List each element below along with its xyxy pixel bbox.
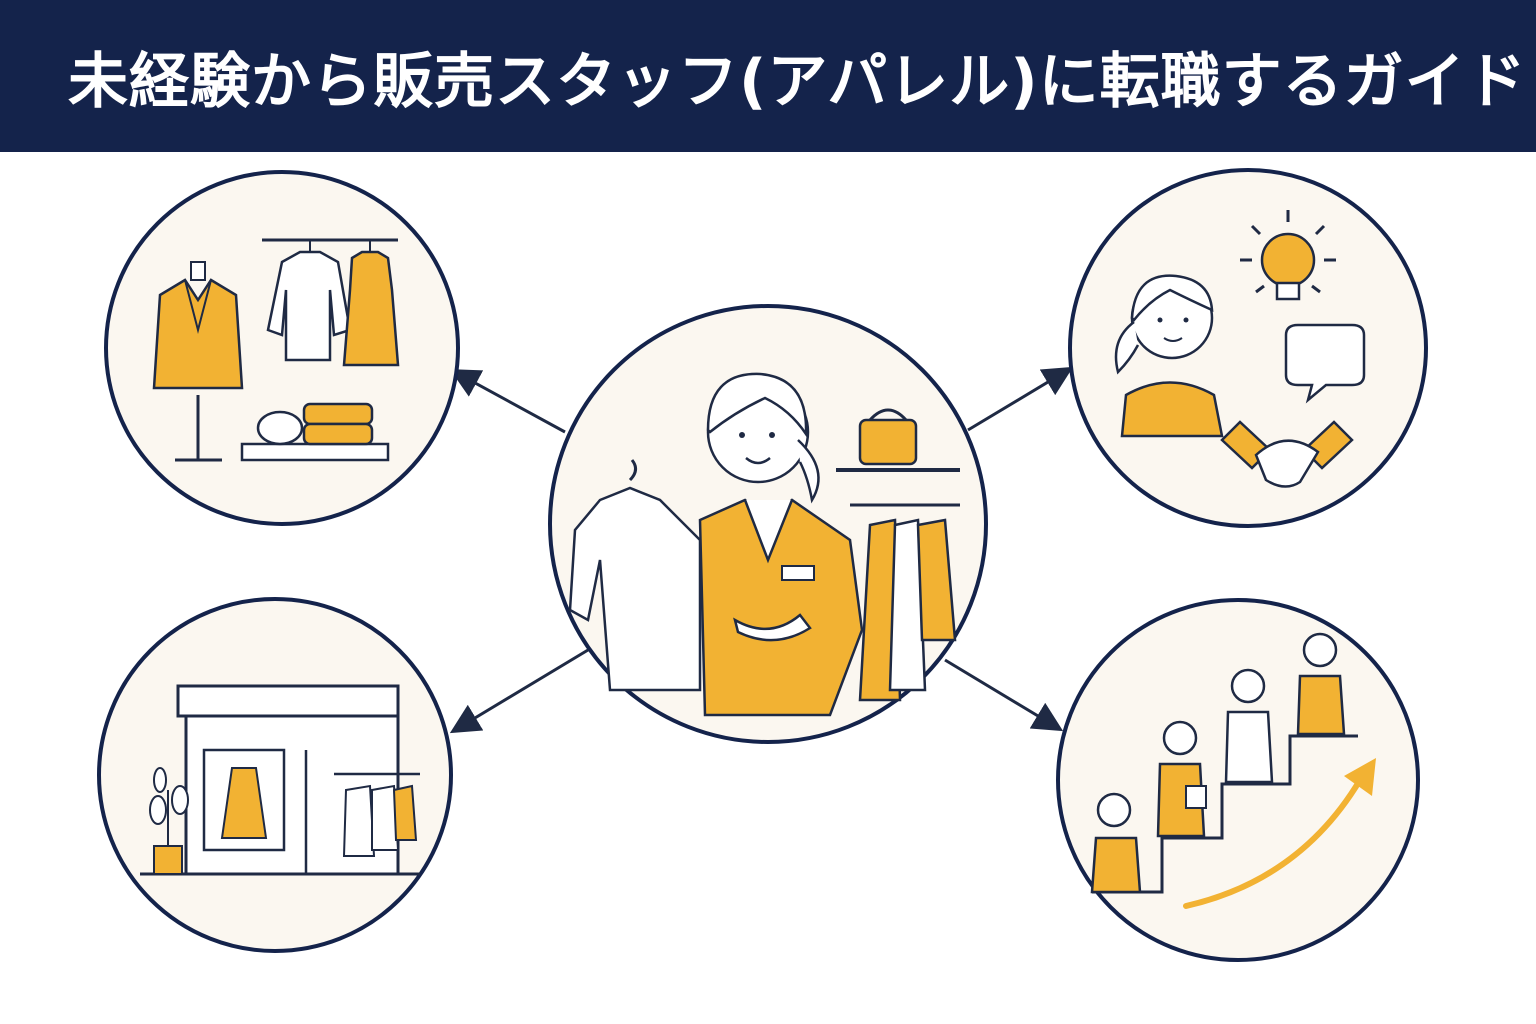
potted-plant-icon bbox=[149, 767, 189, 875]
lightbulb-icon bbox=[1240, 210, 1336, 301]
growth-arrow-icon bbox=[1183, 758, 1376, 909]
arrow-bottom-right bbox=[944, 658, 1064, 732]
arrow-top-right bbox=[967, 366, 1074, 432]
node-sales-staff bbox=[548, 304, 988, 744]
mannequin-jacket-icon bbox=[152, 261, 244, 462]
staff-level-4-icon bbox=[1296, 632, 1346, 736]
handbag-shelf-icon bbox=[836, 408, 960, 472]
arrow-bottom-left bbox=[449, 648, 589, 734]
node-career-steps bbox=[1056, 598, 1420, 962]
customer-woman-icon bbox=[1114, 274, 1224, 438]
node-storefront bbox=[97, 597, 453, 953]
arrow-top-left bbox=[449, 369, 566, 434]
staff-level-3-icon bbox=[1224, 668, 1274, 784]
clothes-rack-icon bbox=[262, 238, 400, 367]
header-bar: 未経験から販売スタッフ(アパレル)に転職するガイド bbox=[0, 0, 1536, 152]
page-title: 未経験から販売スタッフ(アパレル)に転職するガイド bbox=[68, 46, 1527, 117]
node-communication bbox=[1068, 168, 1428, 528]
handshake-icon bbox=[1220, 420, 1354, 488]
staff-level-2-icon bbox=[1156, 720, 1207, 838]
folded-clothes-icon bbox=[240, 402, 390, 462]
staff-level-1-icon bbox=[1090, 792, 1142, 894]
held-sweater-icon bbox=[568, 459, 702, 692]
hanging-clothes-icon bbox=[850, 503, 960, 702]
stairs-icon bbox=[1092, 734, 1358, 894]
sales-staff-woman-icon bbox=[698, 372, 864, 717]
speech-bubble-icon bbox=[1284, 323, 1366, 404]
storefront-icon bbox=[140, 684, 420, 876]
node-apparel-products bbox=[104, 170, 460, 526]
